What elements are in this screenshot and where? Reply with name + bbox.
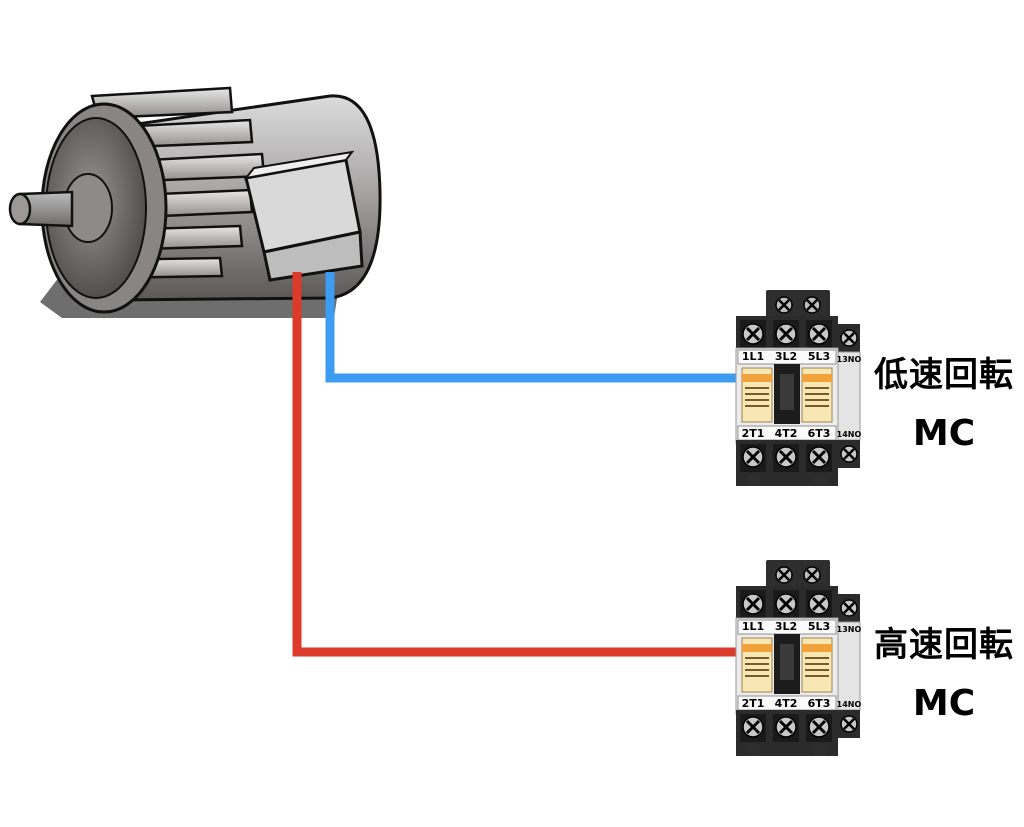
terminal-label: 2T1 — [742, 427, 765, 440]
aux-terminal-label: 14NO — [837, 430, 862, 439]
terminal-label: 4T2 — [775, 697, 798, 710]
high-speed-contactor: 1L1 3L2 5L3 13NO 2T1 4T2 6T3 14NO — [734, 558, 862, 758]
contactor-suffix: MC — [912, 413, 976, 454]
aux-terminal-label: 13NO — [837, 355, 862, 364]
electric-motor-illustration — [8, 86, 382, 318]
terminal-label: 6T3 — [808, 427, 831, 440]
terminal-label: 3L2 — [775, 350, 797, 363]
high-speed-mc-label: 高速回転 MC — [864, 628, 1024, 722]
aux-terminal-label: 14NO — [837, 700, 862, 709]
terminal-label: 2T1 — [742, 697, 765, 710]
terminal-label: 5L3 — [808, 350, 830, 363]
terminal-label: 4T2 — [775, 427, 798, 440]
low-speed-wire — [325, 272, 736, 383]
low-speed-mc-label: 低速回転 MC — [864, 358, 1024, 452]
contactor-name: 高速回転 — [874, 625, 1014, 665]
contactor-suffix: MC — [912, 683, 976, 724]
terminal-label: 6T3 — [808, 697, 831, 710]
terminal-label: 1L1 — [742, 620, 764, 633]
aux-terminal-label: 13NO — [837, 625, 862, 634]
high-speed-wire — [292, 272, 736, 657]
terminal-label: 1L1 — [742, 350, 764, 363]
contactor-name: 低速回転 — [874, 355, 1014, 395]
low-speed-contactor: 1L1 3L2 5L3 13NO 2T1 4T2 6T3 14NO — [734, 288, 862, 488]
terminal-label: 3L2 — [775, 620, 797, 633]
terminal-label: 5L3 — [808, 620, 830, 633]
